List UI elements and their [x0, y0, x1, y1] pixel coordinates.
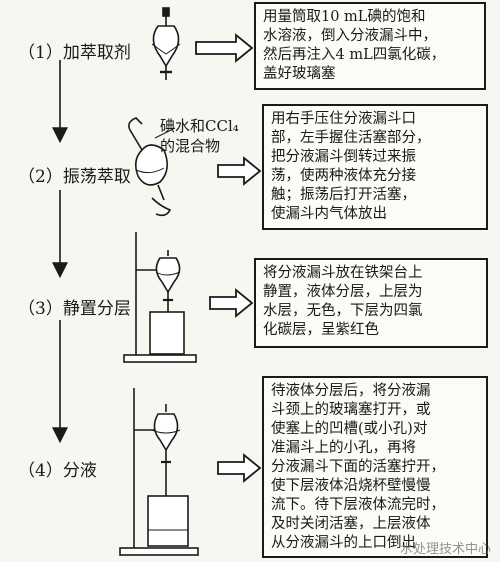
step-2-text: 用右手压住分液漏斗口 部，左手握住活塞部分， 把分液漏斗倒转过来振 荡，使两种液… [271, 111, 431, 222]
step-2-box: 用右手压住分液漏斗口 部，左手握住活塞部分， 把分液漏斗倒转过来振 荡，使两种液… [262, 104, 488, 230]
step-4-box: 待液体分层后，将分液漏 斗颈上的玻璃塞打开，或 使塞上的凹槽(或小孔)对 准漏斗… [262, 376, 488, 558]
shaking-funnel-icon [128, 117, 176, 217]
mixture-label: 碘水和CCl₄ 的混合物 [160, 117, 239, 155]
step-3-box: 将分液漏斗放在铁架台上 静置，液体分层，上层为 水层，无色，下层为四氯 化碳层，… [254, 258, 488, 348]
step-1-box: 用量筒取10 mL碘的饱和 水溶液，倒入分液漏斗中， 然后再注入4 mL四氯化碳… [254, 2, 486, 90]
watermark: 水处理技术中心 [400, 542, 492, 557]
block-arrow-1 [195, 33, 254, 63]
block-arrow-3 [209, 288, 254, 318]
block-arrow-2 [217, 156, 262, 186]
step-1-label: （1）加萃取剂 [18, 43, 131, 63]
separatory-funnel-icon [151, 7, 181, 80]
step-2-label: （2）振荡萃取 [18, 167, 131, 187]
step-4-text: 待液体分层后，将分液漏 斗颈上的玻璃塞打开，或 使塞上的凹槽(或小孔)对 准漏斗… [271, 383, 445, 551]
step-1-text: 用量筒取10 mL碘的饱和 水溶液，倒入分液漏斗中， 然后再注入4 mL四氯化碳… [263, 9, 446, 82]
block-arrow-4 [217, 453, 262, 483]
separating-icon [119, 388, 199, 556]
step-3-label: （3）静置分层 [18, 299, 131, 319]
ring-stand-icon [123, 232, 197, 363]
step-4-label: （4）分液 [18, 461, 97, 481]
step-3-text: 将分液漏斗放在铁架台上 静置，液体分层，上层为 水层，无色，下层为四氯 化碳层，… [263, 265, 423, 338]
